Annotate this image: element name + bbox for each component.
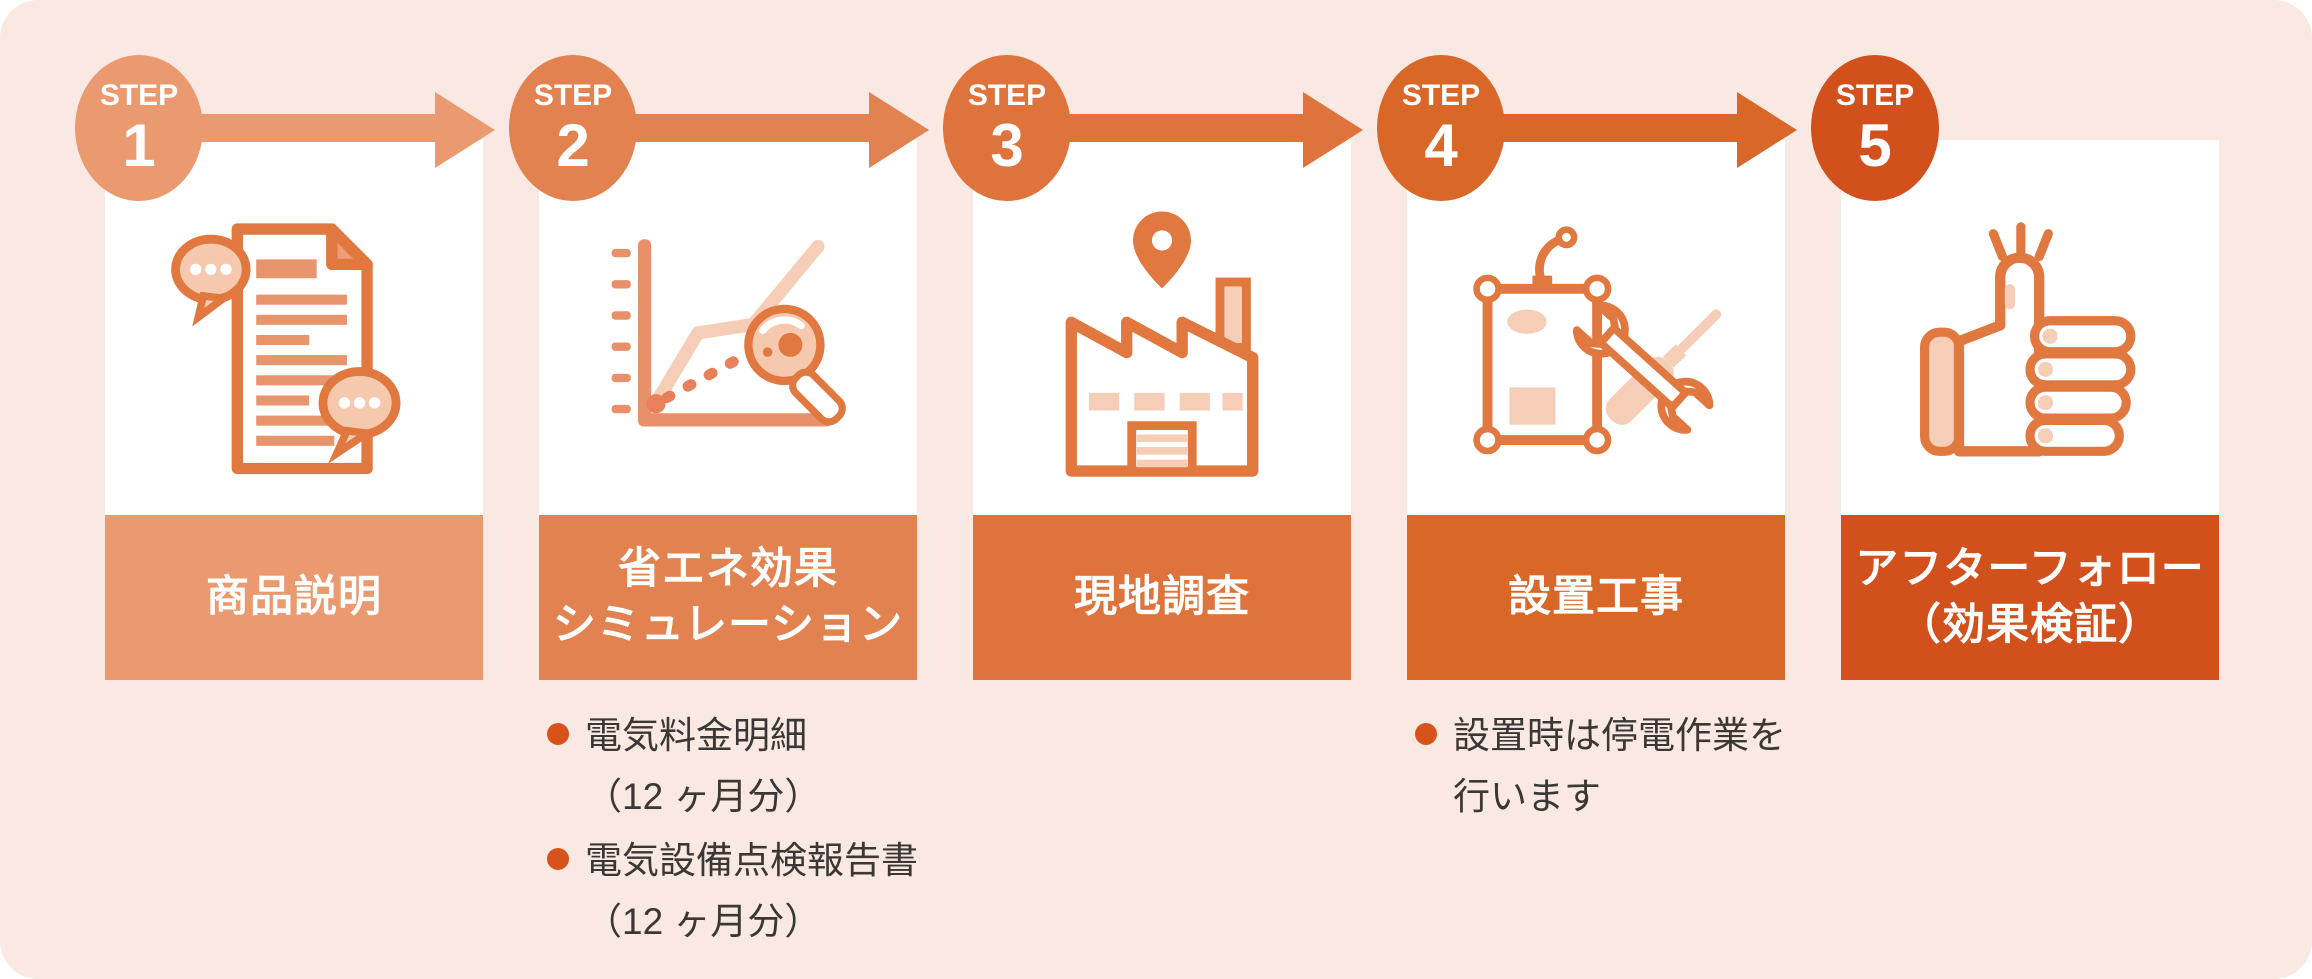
document-chat-icon <box>168 200 420 485</box>
step-badge-number: 3 <box>990 111 1024 179</box>
step-badge: STEP 2 <box>509 55 637 201</box>
note-item: 電気料金明細 （12 ヶ月分） <box>547 705 967 828</box>
arrow-right-icon <box>1479 92 1799 168</box>
step-label: 現地調査 <box>1074 572 1250 621</box>
step-badge-number: 4 <box>1424 111 1458 179</box>
arrow-head <box>869 92 929 168</box>
bullet-dot-icon <box>547 723 569 745</box>
bullet-dot-icon <box>1415 723 1437 745</box>
step-badge: STEP 3 <box>943 55 1071 201</box>
step-badge-word: STEP <box>533 78 613 112</box>
step-badge-number: 2 <box>556 111 590 179</box>
step-badge: STEP 4 <box>1377 55 1505 201</box>
step-label-band: 省エネ効果 シミュレーション <box>539 515 917 680</box>
step-badge-number: 1 <box>122 111 156 179</box>
step-badge-word: STEP <box>1401 78 1481 112</box>
step-label: 省エネ効果 シミュレーション <box>552 545 904 649</box>
arrow-head <box>435 92 495 168</box>
step-label-band: 商品説明 <box>105 515 483 680</box>
step-badge-word: STEP <box>99 78 179 112</box>
note-item: 電気設備点検報告書 （12 ヶ月分） <box>547 830 967 953</box>
step-badge: STEP 5 <box>1811 55 1939 201</box>
step-column-2: STEP 2 <box>509 0 929 979</box>
factory-location-icon <box>1036 200 1288 485</box>
bullet-dot-icon <box>547 847 569 870</box>
arrow-right-icon <box>1045 92 1365 168</box>
step-label-band: 現地調査 <box>973 515 1351 680</box>
arrow-right-icon <box>177 92 497 168</box>
arrow-bar <box>1479 114 1743 142</box>
step-notes: 電気料金明細 （12 ヶ月分） 電気設備点検報告書 （12 ヶ月分） <box>547 705 967 955</box>
step-column-5: STEP 5 <box>1811 0 2219 979</box>
step-label-band: 設置工事 <box>1407 515 1785 680</box>
step-badge-word: STEP <box>967 78 1047 112</box>
note-item: 設置時は停電作業を 行います <box>1415 705 1835 828</box>
step-column-4: STEP 4 <box>1377 0 1797 979</box>
equipment-tools-icon <box>1470 200 1722 485</box>
arrow-right-icon <box>611 92 931 168</box>
step-column-1: STEP 1 <box>75 0 495 979</box>
step-column-3: STEP 3 <box>943 0 1363 979</box>
arrow-bar <box>177 114 441 142</box>
step-badge-word: STEP <box>1835 78 1915 112</box>
step-badge: STEP 1 <box>75 55 203 201</box>
chart-magnifier-icon <box>602 200 854 485</box>
arrow-bar <box>1045 114 1309 142</box>
thumbs-up-icon <box>1904 200 2156 485</box>
step-label: アフターフォロー （効果検証） <box>1855 545 2205 649</box>
note-text: 設置時は停電作業を 行います <box>1453 715 1786 818</box>
step-label: 設置工事 <box>1508 572 1684 621</box>
note-text: 電気設備点検報告書 （12 ヶ月分） <box>585 839 918 943</box>
arrow-head <box>1737 92 1797 168</box>
step-notes: 設置時は停電作業を 行います <box>1415 705 1835 830</box>
step-label: 商品説明 <box>206 572 382 621</box>
step-badge-number: 5 <box>1858 111 1892 179</box>
step-label-band: アフターフォロー （効果検証） <box>1841 515 2219 680</box>
note-text: 電気料金明細 （12 ヶ月分） <box>585 715 822 818</box>
arrow-head <box>1303 92 1363 168</box>
arrow-bar <box>611 114 875 142</box>
